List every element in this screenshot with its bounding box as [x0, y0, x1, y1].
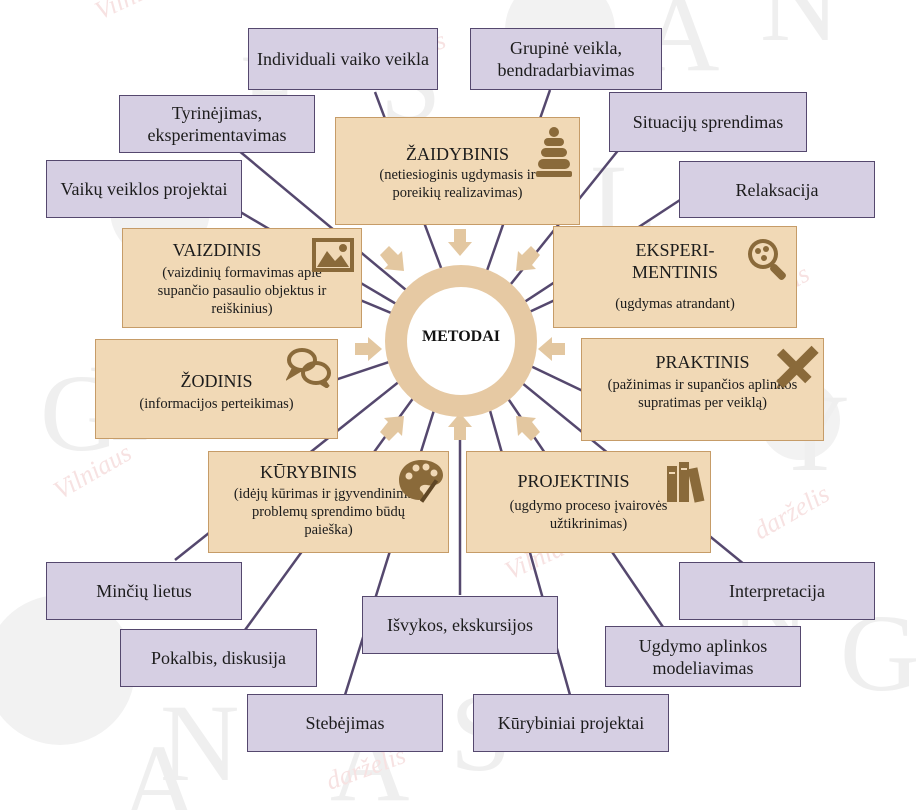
palette-icon — [399, 460, 443, 503]
box-isvykos-ekskursijos: Išvykos, ekskursijos — [362, 596, 558, 654]
box-stebejimas: Stebėjimas — [247, 694, 443, 752]
method-praktinis: PRAKTINIS (pažinimas ir supančios aplink… — [581, 338, 824, 441]
block-arrows — [355, 229, 565, 441]
arrow-diag — [516, 246, 540, 271]
method-title: ŽAIDYBINIS — [406, 144, 509, 164]
arrow-up — [448, 413, 472, 440]
watermark-letter: A — [120, 722, 199, 810]
method-description: (vaizdinių formavimas apie supančio pasa… — [157, 265, 327, 317]
box-pokalbis-diskusija: Pokalbis, diskusija — [120, 629, 317, 687]
method-description: (ugdymo proceso įvairovės užtikrinimas) — [509, 498, 668, 532]
method-title: KŪRYBINIS — [259, 462, 357, 482]
method-eksperimentinis: EKSPERI-MENTINIS (ugdymas atrandant) — [553, 226, 797, 328]
box-situaciju-sprendimas: Situacijų sprendimas — [609, 92, 807, 152]
box-individuali-vaiko-veikla: Individuali vaiko veikla — [248, 28, 438, 90]
arrow-diag — [516, 416, 540, 441]
watermark-letter: N — [160, 682, 239, 804]
method-title: EKSPERI-MENTINIS — [632, 240, 718, 282]
arrow-down — [448, 229, 472, 256]
box-grupine-veikla: Grupinė veikla, bendradarbiavimas — [470, 28, 662, 90]
box-ugdymo-aplinkos-modeliavimas: Ugdymo aplinkos modeliavimas — [605, 626, 801, 687]
speech-bubbles-icon — [286, 348, 331, 388]
box-minciu-lietus: Minčių lietus — [46, 562, 242, 620]
watermark-letter: N — [760, 0, 839, 64]
center-circle — [407, 287, 515, 395]
center-label: METODAI — [422, 328, 500, 345]
magnifier-icon — [748, 239, 786, 280]
method-title: PRAKTINIS — [655, 352, 750, 372]
arrow-left — [538, 337, 565, 361]
method-projektinis: PROJEKTINIS (ugdymo proceso įvairovės už… — [466, 451, 711, 553]
arrow-right — [355, 337, 382, 361]
method-description: (netiesioginis ugdymasis ir poreikių rea… — [379, 167, 536, 201]
books-icon — [667, 462, 705, 503]
method-zodinis: ŽODINIS (informacijos perteikimas) — [95, 339, 338, 439]
stacking-rings-toy-icon — [536, 127, 572, 177]
box-tyrinejimas: Tyrinėjimas, eksperimentavimas — [119, 95, 315, 153]
box-relaksacija: Relaksacija — [679, 161, 875, 218]
box-kurybiniai-projektai: Kūrybiniai projektai — [473, 694, 669, 752]
method-description: (pažinimas ir supančios aplinkos suprati… — [607, 377, 798, 411]
method-title: ŽODINIS — [180, 371, 253, 391]
method-vaizdinis: VAIZDINIS (vaizdinių formavimas apie sup… — [122, 228, 362, 328]
picture-icon — [312, 238, 354, 272]
pencil-ruler-icon — [776, 345, 819, 389]
method-zaidybinis: ŽAIDYBINIS (netiesioginis ugdymasis ir p… — [335, 117, 580, 225]
method-description: (ugdymas atrandant) — [615, 296, 735, 312]
method-kurybinis: KŪRYBINIS (idėjų kūrimas ir įgyvendinima… — [208, 451, 449, 553]
method-title: PROJEKTINIS — [517, 471, 630, 491]
watermark-flower-icon — [0, 595, 135, 745]
method-title: VAIZDINIS — [172, 240, 262, 260]
box-vaiku-veiklos-projektai: Vaikų veiklos projektai — [46, 160, 242, 218]
connector-line — [231, 144, 431, 311]
method-description: (idėjų kūrimas ir įgyvendinimas, problem… — [233, 486, 424, 538]
box-interpretacija: Interpretacija — [679, 562, 875, 620]
arrow-diag — [380, 246, 404, 271]
method-description: (informacijos perteikimas) — [139, 396, 294, 412]
arrow-diag — [380, 416, 404, 441]
